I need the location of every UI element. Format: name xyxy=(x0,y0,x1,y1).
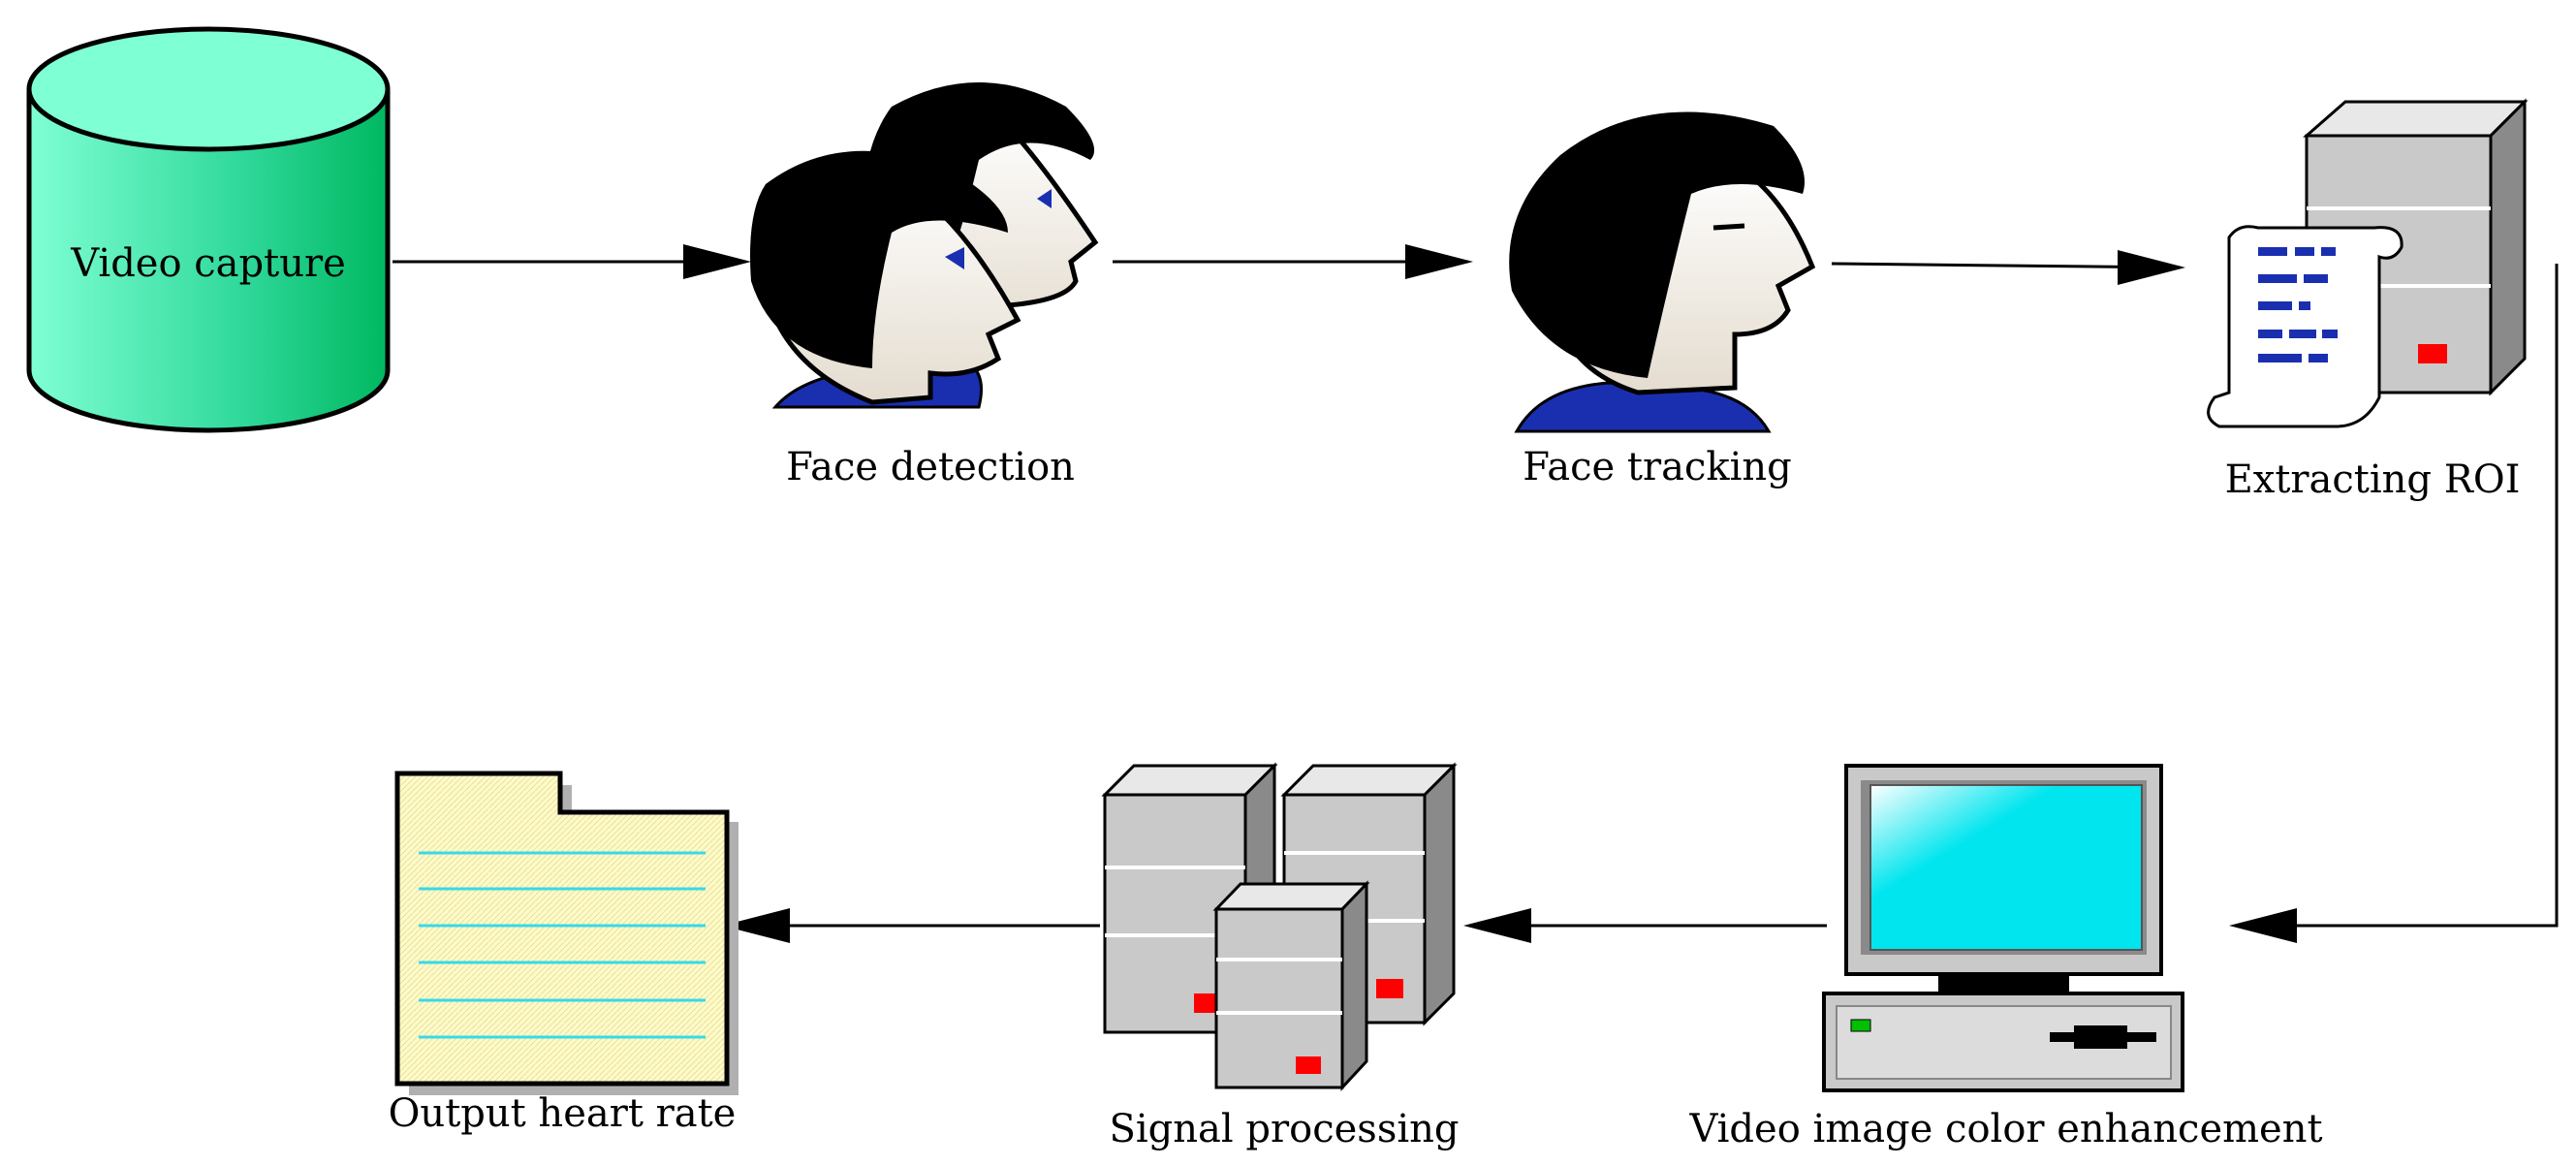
face-icon xyxy=(1509,111,1816,433)
arrows xyxy=(393,260,2559,928)
output-heart-rate-label: Output heart rate xyxy=(389,1091,737,1136)
server-cluster-icon xyxy=(1101,762,1458,1091)
video-capture-node: Video capture xyxy=(26,26,391,433)
two-faces-icon xyxy=(750,82,1099,409)
face-detection-label: Face detection xyxy=(786,445,1075,489)
face-tracking-node: Face tracking xyxy=(1509,111,1816,489)
server-document-icon xyxy=(2207,98,2529,428)
signal-processing-label: Signal processing xyxy=(1109,1107,1459,1151)
signal-processing-node: Signal processing xyxy=(1101,762,1460,1151)
output-heart-rate-node: Output heart rate xyxy=(389,771,738,1136)
extracting-roi-node: Extracting ROI xyxy=(2207,98,2529,502)
video-capture-label: Video capture xyxy=(70,241,346,286)
arrow-roi-to-enhancement xyxy=(2241,264,2559,928)
color-enhancement-label: Video image color enhancement xyxy=(1688,1107,2322,1151)
face-tracking-label: Face tracking xyxy=(1523,445,1792,489)
color-enhancement-node: Video image color enhancement xyxy=(1688,764,2323,1151)
folder-document-icon xyxy=(394,771,738,1095)
face-detection-node: Face detection xyxy=(750,82,1099,489)
database-cylinder-icon xyxy=(26,26,391,433)
extracting-roi-label: Extracting ROI xyxy=(2225,457,2521,502)
desktop-computer-icon xyxy=(1822,764,2184,1092)
arrowheads xyxy=(683,244,2297,943)
